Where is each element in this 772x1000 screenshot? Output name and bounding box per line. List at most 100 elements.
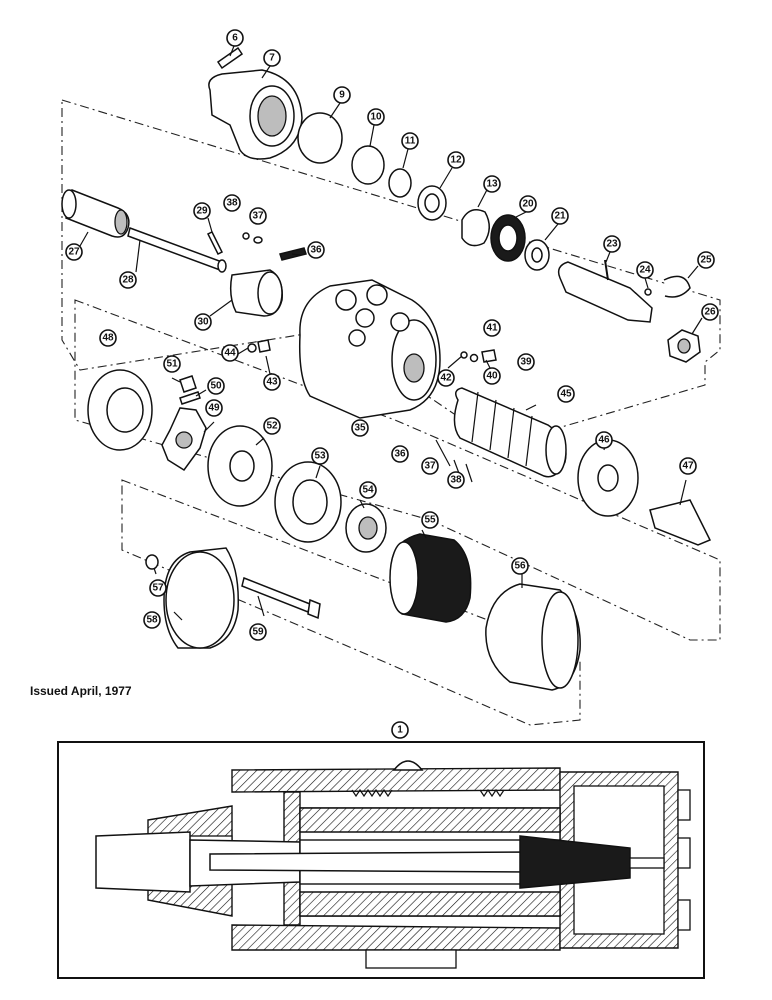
callout-29: 29 <box>193 202 211 220</box>
part-12-washer <box>417 185 447 221</box>
callout-57: 57 <box>149 579 167 597</box>
callout-37: 37 <box>249 207 267 225</box>
part-23-shaft <box>557 259 653 323</box>
part-30-ring-sleeve <box>229 269 283 317</box>
part-29-pin <box>206 230 224 256</box>
callout-20: 20 <box>519 195 537 213</box>
assembly-outline-middle <box>74 299 721 641</box>
callout-35: 35 <box>351 419 369 437</box>
svg-text:41: 41 <box>486 323 498 334</box>
svg-text:50: 50 <box>210 381 222 392</box>
svg-text:28: 28 <box>122 275 134 286</box>
svg-text:57: 57 <box>152 583 164 594</box>
assembly-outline-upper <box>61 99 721 446</box>
svg-text:25: 25 <box>700 255 712 266</box>
svg-text:59: 59 <box>252 627 264 638</box>
part-27-sleeve <box>61 188 130 238</box>
part-11-ring <box>388 168 412 198</box>
part-38-ball <box>242 232 250 240</box>
part-46-plate <box>577 439 639 517</box>
callout-11: 11 <box>401 132 419 150</box>
callout-39: 39 <box>517 353 535 371</box>
svg-text:42: 42 <box>440 373 452 384</box>
callout-30: 30 <box>194 313 212 331</box>
svg-text:37: 37 <box>252 211 264 222</box>
svg-text:38: 38 <box>450 475 462 486</box>
callout-41: 41 <box>483 319 501 337</box>
callout-36: 36 <box>307 241 325 259</box>
part-52-plate <box>207 425 273 507</box>
callout-51: 51 <box>163 355 181 373</box>
part-51-block <box>179 375 197 393</box>
callout-40: 40 <box>483 367 501 385</box>
callout-43: 43 <box>263 373 281 391</box>
svg-text:27: 27 <box>68 247 80 258</box>
callout-58: 58 <box>143 611 161 629</box>
callout-27: 27 <box>65 243 83 261</box>
svg-text:46: 46 <box>598 435 610 446</box>
part-10-ring <box>351 145 385 185</box>
part-24-ball <box>644 288 652 296</box>
svg-text:7: 7 <box>269 53 275 64</box>
svg-text:1: 1 <box>397 725 403 736</box>
svg-text:20: 20 <box>522 199 534 210</box>
svg-text:36: 36 <box>394 449 406 460</box>
part-57-washer <box>145 554 159 570</box>
part-45-spool <box>453 387 567 478</box>
svg-text:43: 43 <box>266 377 278 388</box>
part-59-bolt <box>241 576 321 620</box>
callout-47: 47 <box>679 457 697 475</box>
part-48-gerotor-plate <box>87 369 153 451</box>
part-44-ring <box>247 343 257 353</box>
callout-55: 55 <box>421 511 439 529</box>
svg-text:44: 44 <box>224 348 236 359</box>
svg-text:23: 23 <box>606 239 618 250</box>
callout-53: 53 <box>311 447 329 465</box>
part-54-collar <box>345 503 387 553</box>
svg-text:6: 6 <box>232 33 238 44</box>
assembly-outline-lower <box>121 479 581 726</box>
svg-text:49: 49 <box>208 403 220 414</box>
leader-lines <box>79 45 703 621</box>
part-47-drive <box>649 499 712 546</box>
callout-26: 26 <box>701 303 719 321</box>
svg-text:39: 39 <box>520 357 532 368</box>
part-13-retainer <box>461 209 490 247</box>
svg-text:13: 13 <box>486 179 498 190</box>
callout-24: 24 <box>636 261 654 279</box>
svg-text:54: 54 <box>362 485 374 496</box>
callout-42: 42 <box>437 369 455 387</box>
section-view <box>57 741 705 979</box>
callout-52: 52 <box>263 417 281 435</box>
callout-46: 46 <box>595 431 613 449</box>
issued-date: Issued April, 1977 <box>30 684 132 698</box>
callout-25: 25 <box>697 251 715 269</box>
svg-text:24: 24 <box>639 265 651 276</box>
callout-38-lower: 38 <box>447 471 465 489</box>
svg-text:11: 11 <box>405 136 416 147</box>
part-20-bearing <box>490 214 526 262</box>
part-50-spring <box>179 391 201 405</box>
callout-49: 49 <box>205 399 223 417</box>
callout-36-lower: 36 <box>391 445 409 463</box>
callout-54: 54 <box>359 481 377 499</box>
callout-21: 21 <box>551 207 569 225</box>
part-35-housing <box>298 279 441 419</box>
callout-1-section: 1 <box>391 721 409 739</box>
callout-7: 7 <box>263 49 281 67</box>
callout-23: 23 <box>603 235 621 253</box>
part-9-seal-ring <box>297 112 343 164</box>
svg-text:26: 26 <box>704 307 716 318</box>
svg-text:45: 45 <box>560 389 572 400</box>
callout-45: 45 <box>557 385 575 403</box>
part-21-washer <box>524 239 550 271</box>
callout-56: 56 <box>511 557 529 575</box>
part-40-ring <box>469 353 479 363</box>
svg-text:35: 35 <box>354 423 366 434</box>
svg-text:12: 12 <box>450 155 462 166</box>
callout-38: 38 <box>223 194 241 212</box>
callout-10: 10 <box>367 108 385 126</box>
svg-text:55: 55 <box>424 515 436 526</box>
part-37-pin <box>253 236 263 244</box>
svg-text:29: 29 <box>196 206 208 217</box>
